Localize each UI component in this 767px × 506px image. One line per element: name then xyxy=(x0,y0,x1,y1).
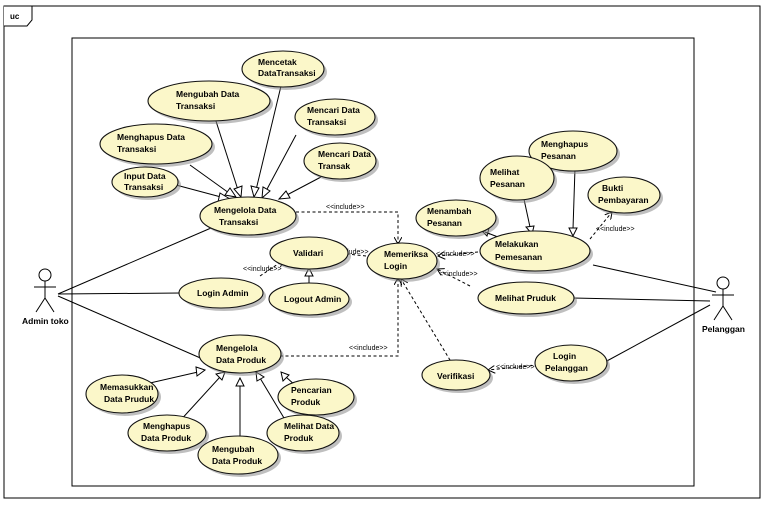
uc-label: Mencari Data xyxy=(318,149,371,159)
uc-label: Pemesanan xyxy=(495,252,542,262)
uc-label: Mengubah xyxy=(212,444,255,454)
assoc-admin-login-admin xyxy=(57,292,182,295)
uc-melihat-pesanan[interactable]: Melihat Pesanan xyxy=(479,155,557,203)
uc-label: Login Admin xyxy=(197,288,249,298)
uc-label: Login xyxy=(553,351,576,361)
uc-melakukan-pemesanan[interactable]: Melakukan Pemesanan xyxy=(479,230,593,274)
uc-label: Data Produk xyxy=(216,355,266,365)
uc-label: Mencari Data xyxy=(307,105,360,115)
uc-logout-admin[interactable]: Logout Admin xyxy=(268,282,352,318)
uc-mengelola-data-produk[interactable]: Mengelola Data Produk xyxy=(198,334,284,376)
uc-melihat-data-produk[interactable]: Melihat Data Produk xyxy=(266,414,342,454)
frame-tab xyxy=(4,5,33,27)
include-label-7: <<include>> xyxy=(496,364,535,371)
actor-label: Admin toko xyxy=(22,316,69,326)
uc-label: Transak xyxy=(318,161,350,171)
uc-label: Menghapus xyxy=(541,139,588,149)
uc-login-admin[interactable]: Login Admin xyxy=(178,277,266,311)
uc-label: Pesanan xyxy=(541,151,576,161)
uc-label: Data Produk xyxy=(141,433,191,443)
uc-label: Mengelola Data xyxy=(214,205,277,215)
uc-label: Menambah xyxy=(427,206,471,216)
uc-pencarian-produk[interactable]: Pencarian Produk xyxy=(277,378,357,418)
uc-label: Pencarian xyxy=(291,385,332,395)
include-label-5: <<include>> xyxy=(439,271,478,278)
uc-label: Pesanan xyxy=(427,218,462,228)
uc-label: Pelanggan xyxy=(545,363,588,373)
uc-mengelola-data-transaksi[interactable]: Mengelola Data Transaksi xyxy=(199,196,299,238)
uc-label: Transaksi xyxy=(176,101,215,111)
assoc-customer-login xyxy=(604,304,711,363)
assoc-customer-melihat-pruduk xyxy=(572,297,711,302)
uc-memasukkan-data-pruduk[interactable]: Memasukkan Data Pruduk xyxy=(85,374,161,416)
include-label-1: <<include>> xyxy=(326,204,365,211)
uc-label: Melihat Pruduk xyxy=(495,293,556,303)
uc-label: Melakukan xyxy=(495,239,538,249)
uc-label: Data Produk xyxy=(212,456,262,466)
uc-label: Mengubah Data xyxy=(176,89,240,99)
uc-label: Login xyxy=(384,261,407,271)
uc-label: Pembayaran xyxy=(598,195,649,205)
uc-menghapus-pesanan[interactable]: Menghapus Pesanan xyxy=(528,130,620,174)
uc-login-pelanggan[interactable]: Login Pelanggan xyxy=(534,344,610,384)
include-label-2: <<include>> xyxy=(243,266,282,273)
assoc-admin-mengelola-transaksi xyxy=(57,224,219,295)
uc-label: Produk xyxy=(291,397,321,407)
uc-verifikasi[interactable]: Verifikasi xyxy=(421,359,493,393)
include-relations xyxy=(259,212,612,370)
uc-bukti-pembayaran[interactable]: Bukti Pembayaran xyxy=(587,176,663,216)
actor-pelanggan[interactable]: Pelanggan xyxy=(702,276,745,334)
assoc-admin-mengelola-produk xyxy=(57,295,206,361)
uc-label: Mencetak xyxy=(258,57,297,67)
uc-label: DataTransaksi xyxy=(258,68,316,78)
uc-validari[interactable]: Validari xyxy=(269,236,351,272)
uc-label: Data Pruduk xyxy=(104,394,154,404)
uc-mencari-data-transaksi[interactable]: Mencari Data Transaksi xyxy=(294,98,378,138)
actor-head-icon xyxy=(716,276,730,290)
uc-label: Pesanan xyxy=(490,179,525,189)
uc-label: Bukti xyxy=(602,183,623,193)
include-label-8: <<include>> xyxy=(596,226,635,233)
uc-menghapus-data-transaksi[interactable]: Menghapus Data Transaksi xyxy=(99,123,215,167)
uc-mengubah-data-transaksi[interactable]: Mengubah Data Transaksi xyxy=(147,80,273,124)
uc-label: Menghapus Data xyxy=(117,132,185,142)
include-label-4: <<include>> xyxy=(436,251,475,258)
assoc-customer-pemesanan xyxy=(592,264,717,293)
uc-label: Input Data xyxy=(124,171,166,181)
uc-label: Menghapus xyxy=(143,421,190,431)
uc-mencetak-data-transaksi[interactable]: Mencetak DataTransaksi xyxy=(241,50,327,90)
uc-label: Produk xyxy=(284,433,314,443)
uc-menghapus-data-produk[interactable]: Menghapus Data Produk xyxy=(127,414,209,454)
uc-label: Melihat xyxy=(490,167,519,177)
actor-head-icon xyxy=(38,268,52,282)
uc-label: Melihat Data xyxy=(284,421,334,431)
frame-label: uc xyxy=(10,12,20,21)
uc-label: Verifikasi xyxy=(437,371,474,381)
uc-label: Transaksi xyxy=(124,182,163,192)
uc-label: Memeriksa xyxy=(384,249,428,259)
associations xyxy=(57,224,717,363)
uc-menambah-pesanan[interactable]: Menambah Pesanan xyxy=(415,199,499,239)
uc-label: Mengelola xyxy=(216,343,258,353)
uc-mencari-data-transak[interactable]: Mencari Data Transak xyxy=(303,142,379,182)
uc-label: Transaksi xyxy=(219,217,258,227)
use-cases: Mencetak DataTransaksi Mengubah Data Tra… xyxy=(85,50,663,477)
actor-label: Pelanggan xyxy=(702,324,745,334)
uc-mengubah-data-produk[interactable]: Mengubah Data Produk xyxy=(197,435,281,477)
uc-label: Logout Admin xyxy=(284,294,341,304)
uc-label: Memasukkan xyxy=(100,382,153,392)
uc-memeriksa-login[interactable]: Memeriksa Login xyxy=(366,242,440,282)
include-label-6: <<include>> xyxy=(349,345,388,352)
actor-admin-toko[interactable]: Admin toko xyxy=(22,268,69,326)
uc-label: Transaksi xyxy=(117,144,156,154)
uc-label: Validari xyxy=(293,248,323,258)
uc-label: Transaksi xyxy=(307,117,346,127)
uc-melihat-pruduk[interactable]: Melihat Pruduk xyxy=(477,281,577,317)
uc-input-data-transaksi[interactable]: Input Data Transaksi xyxy=(111,166,181,200)
